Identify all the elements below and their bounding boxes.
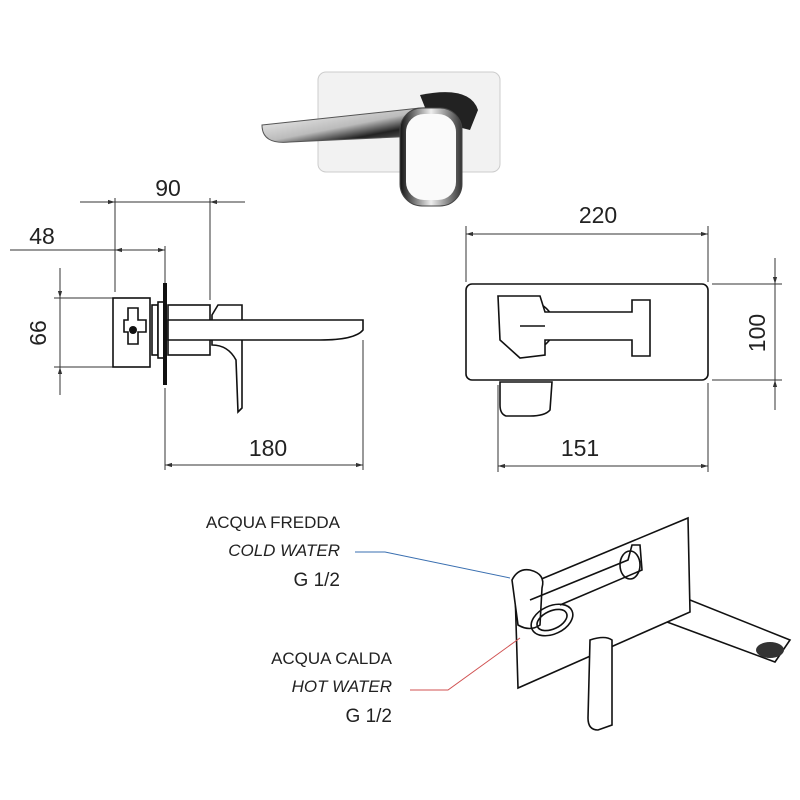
hot-water-label: ACQUA CALDA HOT WATER G 1/2 [271,649,393,727]
cold-water-label-en: COLD WATER [228,541,340,560]
cold-water-label: ACQUA FREDDA COLD WATER G 1/2 [206,513,341,591]
dim-180: 180 [249,435,287,461]
hot-water-leader [410,637,521,691]
side-view: 90 48 66 180 [10,175,364,470]
dim-100: 100 [744,314,770,352]
dim-66: 66 [25,320,51,346]
dim-151: 151 [561,435,599,461]
dim-48: 48 [29,223,55,249]
cold-water-leader [355,551,511,579]
hot-water-thread: G 1/2 [346,706,392,727]
hot-water-label-en: HOT WATER [292,677,392,696]
product-photo [261,71,501,207]
cold-water-thread: G 1/2 [294,570,340,591]
cold-water-label-it: ACQUA FREDDA [206,513,341,532]
dim-90: 90 [155,175,181,201]
isometric-view [511,516,792,731]
dim-220: 220 [579,202,617,228]
hot-water-label-it: ACQUA CALDA [271,649,393,668]
front-view: 220 100 151 [465,202,782,472]
